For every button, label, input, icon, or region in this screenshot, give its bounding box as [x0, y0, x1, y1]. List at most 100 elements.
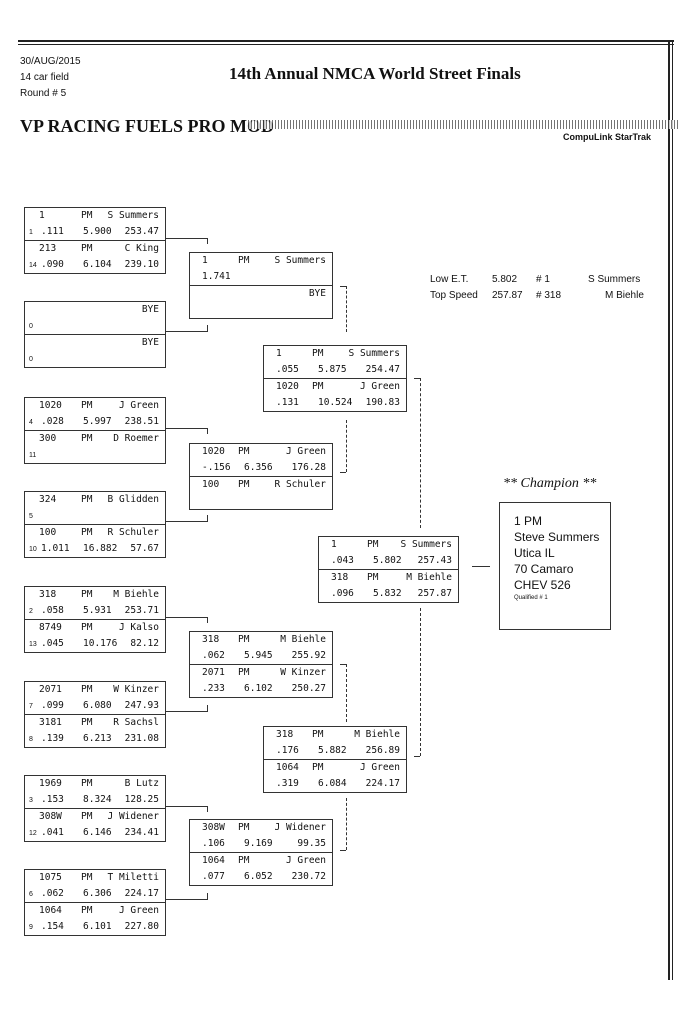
car-number: 1064: [39, 905, 62, 916]
racer-stats-row: 11: [25, 447, 165, 463]
reaction-time: -.156: [202, 462, 231, 473]
driver-name: C King: [124, 243, 159, 254]
low-et-number: # 1: [536, 274, 550, 285]
connector: [420, 608, 421, 756]
speed-mph: 224.17: [365, 778, 400, 789]
class-code: PM: [238, 822, 250, 833]
frame-top-line-inner: [18, 44, 674, 45]
connector: [166, 331, 208, 332]
driver-name: T Miletti: [107, 872, 159, 883]
reaction-time: .043: [331, 555, 354, 566]
car-number: 1020: [39, 400, 62, 411]
seed-number: 11: [29, 452, 37, 459]
class-code: PM: [312, 762, 324, 773]
champion-engine: CHEV 526: [514, 578, 571, 592]
class-code: PM: [312, 348, 324, 359]
racer-header-row: 1075 PM T Miletti: [25, 870, 165, 886]
elapsed-time: 6.080: [83, 700, 112, 711]
racer-header-row: BYE: [25, 302, 165, 318]
connector: [166, 617, 208, 618]
class-code: PM: [81, 622, 93, 633]
low-et-label: Low E.T.: [430, 274, 469, 285]
car-number: 318: [276, 729, 294, 740]
header-meta: 30/AUG/2015 14 car field Round # 5: [20, 54, 81, 102]
round-number: Round # 5: [20, 88, 67, 99]
driver-name: W Kinzer: [113, 684, 159, 695]
champion-driver: Steve Summers: [514, 530, 600, 544]
car-number: 318: [39, 589, 57, 600]
driver-name: J Green: [359, 381, 400, 392]
driver-name: B Lutz: [124, 778, 159, 789]
frame-right-line-inner: [672, 40, 673, 980]
car-number: 300: [39, 433, 57, 444]
driver-name: M Biehle: [406, 572, 452, 583]
elapsed-time: 6.084: [318, 778, 347, 789]
connector: [207, 238, 208, 244]
class-code: PM: [238, 255, 250, 266]
driver-name: J Green: [118, 400, 159, 411]
champion-heading: ** Champion **: [503, 476, 597, 491]
speed-mph: 253.71: [124, 605, 159, 616]
car-number: 2071: [202, 667, 225, 678]
elapsed-time: 5.900: [83, 226, 112, 237]
car-number: 308W: [202, 822, 225, 833]
racer-stats-row: 1.741: [190, 269, 332, 285]
driver-name: D Roemer: [113, 433, 159, 444]
reaction-time: .099: [41, 700, 64, 711]
seed-number: 12: [29, 830, 37, 837]
class-code: PM: [367, 539, 379, 550]
seed-number: 8: [29, 736, 33, 743]
racer-stats-row: 0: [25, 318, 165, 334]
class-code: PM: [81, 905, 93, 916]
speed-mph: 224.17: [124, 888, 159, 899]
elapsed-time: 6.102: [244, 683, 273, 694]
driver-name: R Schuler: [274, 479, 326, 490]
class-code: PM: [238, 634, 250, 645]
reaction-time: .055: [276, 364, 299, 375]
driver-name: J Green: [285, 855, 326, 866]
car-number: 1: [276, 348, 282, 359]
class-code: PM: [81, 210, 93, 221]
car-number: 1: [39, 210, 45, 221]
car-number: 3181: [39, 717, 62, 728]
elapsed-time: 9.169: [244, 838, 273, 849]
class-code: PM: [238, 855, 250, 866]
class-code: PM: [81, 872, 93, 883]
champion-car: 1 PM: [514, 514, 543, 528]
top-speed-value: 257.87: [492, 290, 523, 301]
speed-mph: 82.12: [130, 638, 159, 649]
top-speed-number: # 318: [536, 290, 562, 301]
seed-number: 7: [29, 703, 33, 710]
car-number: 1075: [39, 872, 62, 883]
reaction-time: .096: [331, 588, 354, 599]
class-code: PM: [312, 729, 324, 740]
connector: [207, 806, 208, 812]
elapsed-time: 6.146: [83, 827, 112, 838]
speed-mph: 128.25: [124, 794, 159, 805]
